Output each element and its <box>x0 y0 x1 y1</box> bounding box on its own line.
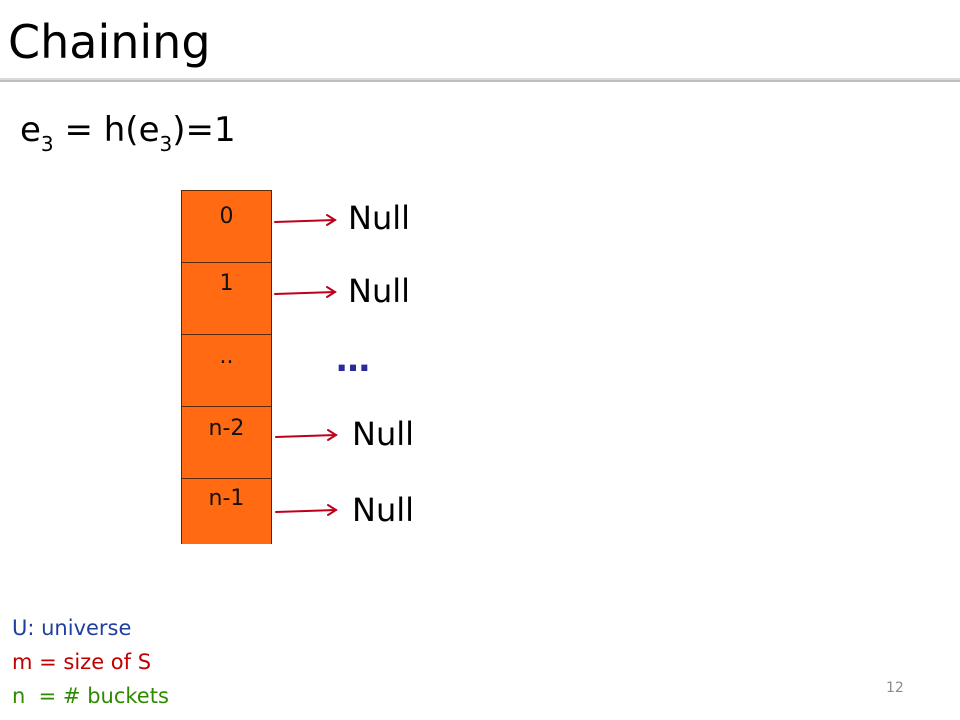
legend-size-of-s: m = size of S <box>12 650 152 674</box>
arrow-bucket-n-1-head <box>327 504 338 516</box>
arrow-bucket-0-head <box>326 214 337 226</box>
bucket-cell: 0 <box>182 190 271 262</box>
legend-universe: U: universe <box>12 616 132 640</box>
hash-equation: e3 = h(e3)=1 <box>20 108 236 164</box>
equation-subscript-rhs: 3 <box>159 131 173 156</box>
page-number: 12 <box>886 680 904 696</box>
bucket-cell: n-1 <box>182 478 271 544</box>
ellipsis-indicator: … <box>336 340 371 380</box>
equation-middle: = h(e <box>53 110 160 150</box>
null-label-bucket-n-2: Null <box>352 415 414 453</box>
arrow-bucket-1 <box>274 291 336 295</box>
bucket-cell: .. <box>182 334 271 406</box>
title-divider <box>0 78 960 82</box>
hash-table: 0 1 .. n-2 n-1 <box>181 190 272 544</box>
arrow-bucket-1-head <box>326 286 337 298</box>
null-label-bucket-n-1: Null <box>352 491 414 529</box>
arrow-bucket-n-2 <box>275 434 337 438</box>
null-label-bucket-1: Null <box>348 272 410 310</box>
arrow-bucket-0 <box>274 219 336 223</box>
equation-var: e <box>20 110 41 150</box>
legend-buckets: n = # buckets <box>12 684 169 708</box>
slide-title: Chaining <box>8 15 211 69</box>
equation-result: )=1 <box>172 110 236 150</box>
bucket-cell: 1 <box>182 262 271 334</box>
equation-subscript-lhs: 3 <box>40 131 54 156</box>
arrow-bucket-n-2-head <box>327 429 338 441</box>
arrow-bucket-n-1 <box>275 509 337 513</box>
bucket-cell: n-2 <box>182 406 271 478</box>
null-label-bucket-0: Null <box>348 199 410 237</box>
